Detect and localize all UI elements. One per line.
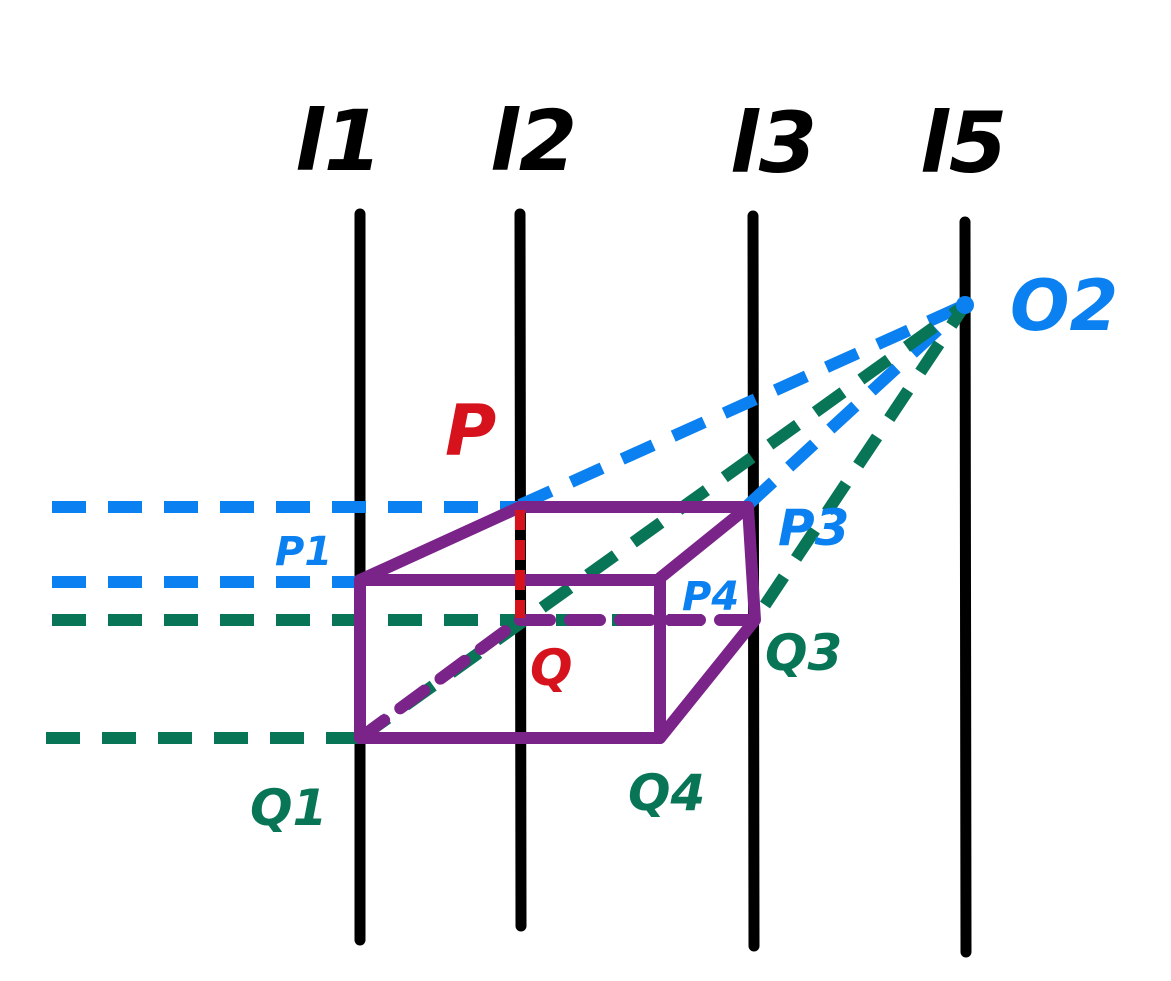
label-q3: Q3: [765, 624, 842, 682]
label-l3: l3: [730, 94, 817, 192]
box-hidden-edge-diagonal: [354, 614, 526, 744]
box-top-face: [354, 501, 754, 586]
label-l2: l2: [490, 92, 577, 190]
label-q1: Q1: [250, 779, 327, 837]
label-o2: O2: [1010, 265, 1118, 347]
p3-ray-from-o2: [743, 300, 970, 510]
line-l5: [959, 216, 972, 958]
label-p4: P4: [682, 574, 739, 620]
label-q: Q: [530, 639, 573, 697]
label-q4: Q4: [628, 764, 705, 822]
label-p3: P3: [778, 499, 849, 557]
box-front-face: [354, 574, 666, 744]
p-ray-from-o2: [517, 299, 968, 511]
label-p: P: [445, 390, 496, 472]
q3-ray-from-o2: [760, 301, 970, 609]
label-p1: P1: [275, 529, 332, 575]
label-l1: l1: [295, 92, 382, 190]
point-o2: [956, 296, 974, 314]
label-l5: l5: [920, 94, 1007, 192]
